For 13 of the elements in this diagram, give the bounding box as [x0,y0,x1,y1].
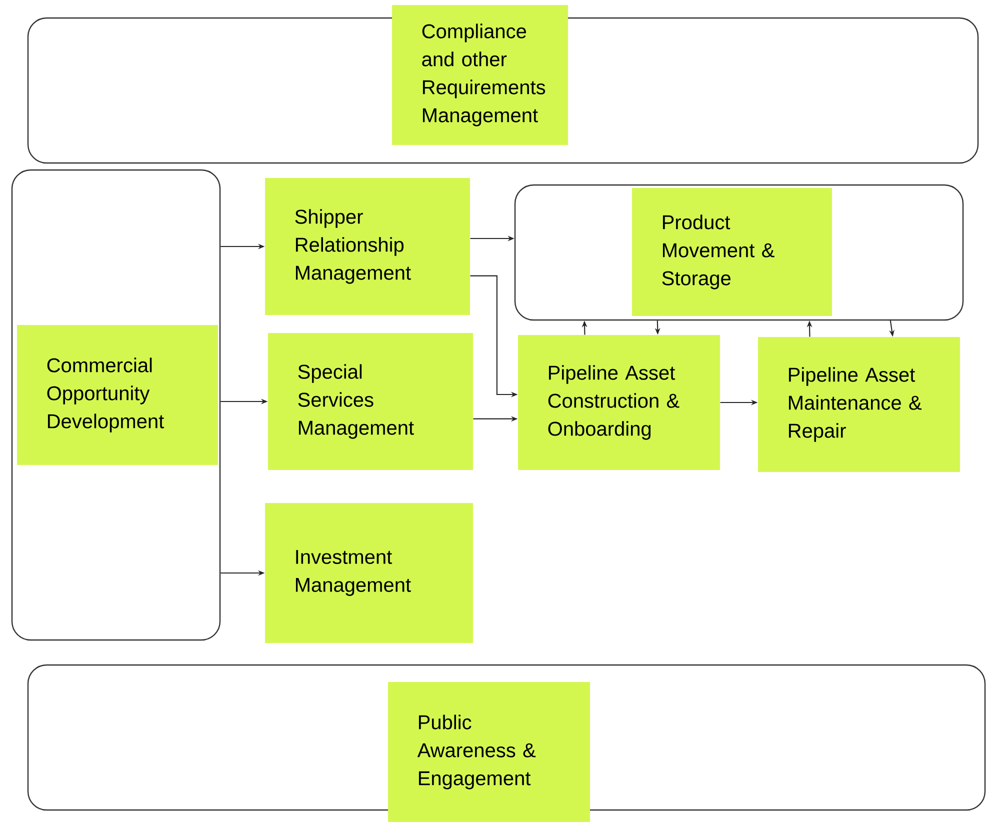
sticky-note: Pipeline Asset Maintenance & Repair [758,337,960,472]
rounded-frame [11,169,221,641]
sticky-note: Commercial Opportunity Development [17,325,218,465]
rounded-frame [514,184,964,321]
rounded-frame [27,17,979,164]
sticky-note: Product Movement & Storage [632,188,832,316]
sticky-note: Special Services Management [268,333,473,470]
sticky-note: Shipper Relationship Management [265,178,470,315]
sticky-note: Public Awareness & Engagement [388,682,590,822]
sticky-note: Investment Management [265,503,473,643]
sticky-note: Compliance and other Requirements Management [392,5,568,145]
rounded-frame [27,664,986,811]
sticky-note: Pipeline Asset Construction & Onboarding [518,335,720,470]
